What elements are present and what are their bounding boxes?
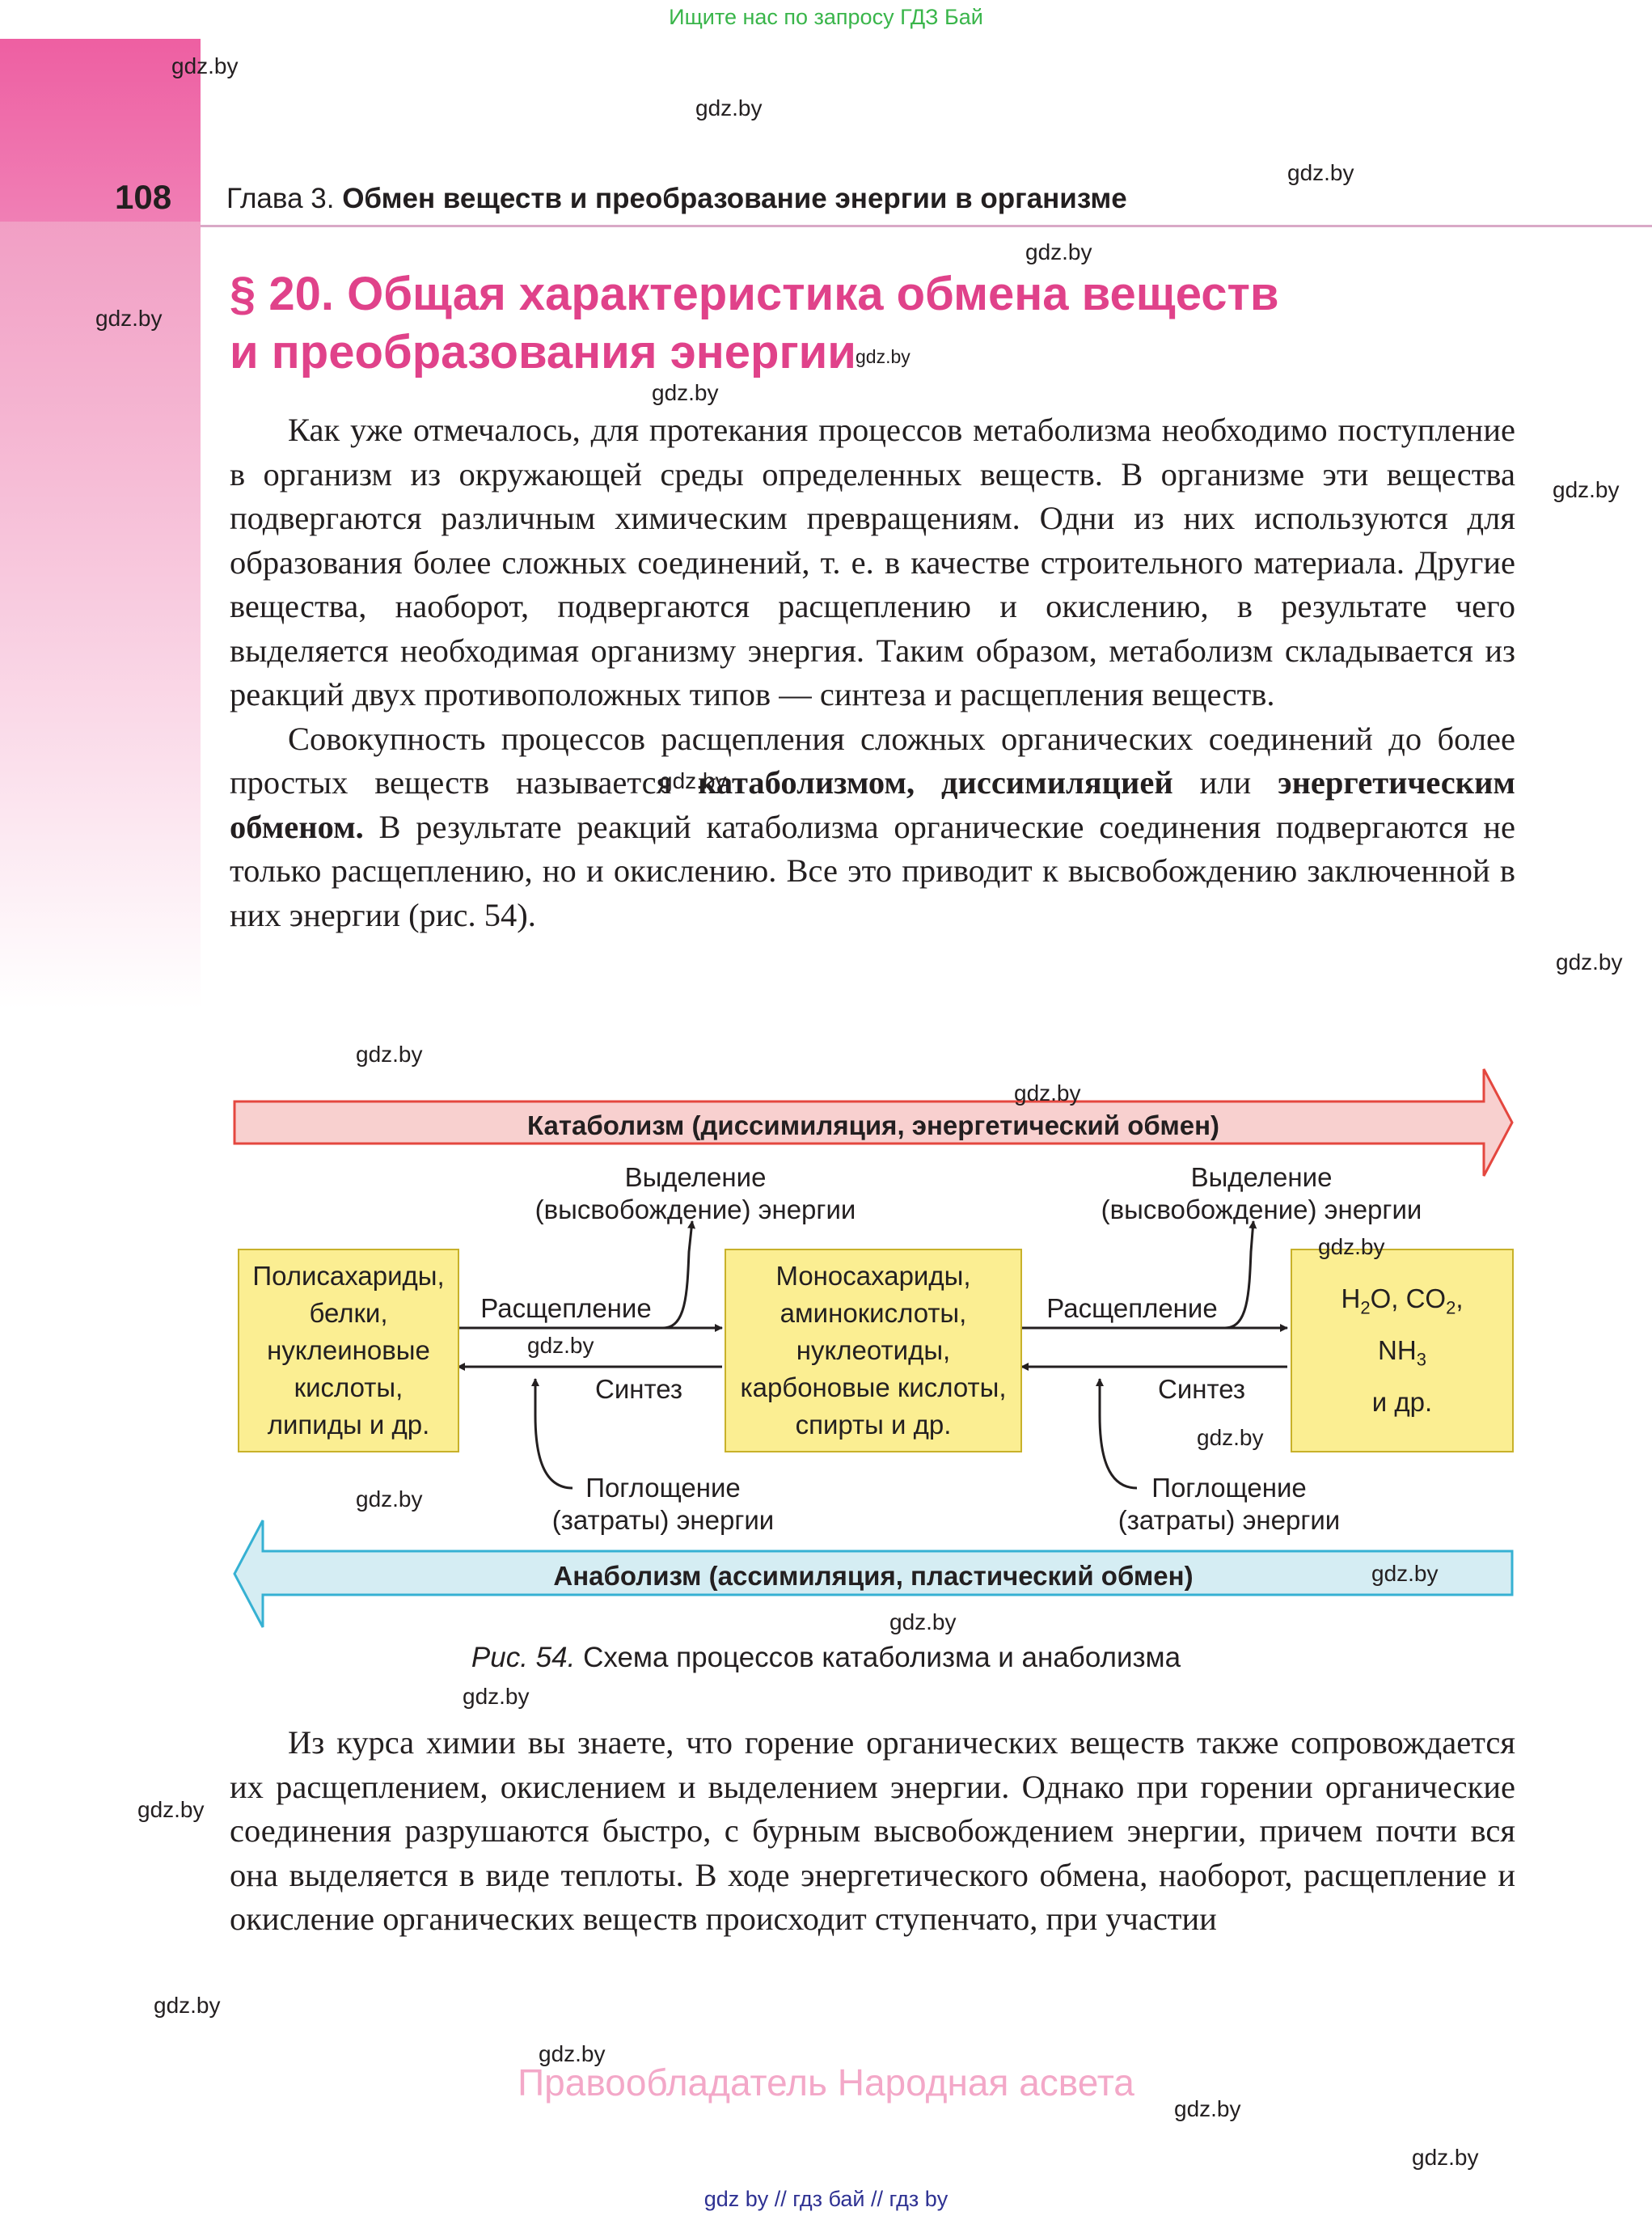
absorb-label-1: Поглощение(затраты) энергии <box>551 1473 775 1535</box>
page-number: 108 <box>115 178 172 216</box>
term-catabolism: катаболизмом, диссимиляцией <box>698 764 1173 801</box>
watermark: gdz.by <box>1371 1561 1439 1586</box>
box3-line3: и др. <box>1371 1386 1433 1417</box>
section-title-line2: и преобразования энергии <box>230 326 856 378</box>
paragraph-3: Из курса химии вы знаете, что горение ор… <box>230 1724 1515 1937</box>
body-text-top: Как уже отмечалось, для протекания проце… <box>230 408 1515 937</box>
box3-line1: H2O, CO2, <box>1341 1283 1464 1318</box>
watermark: gdz.by <box>463 1684 530 1709</box>
release-label-2: Выделение(высвобождение) энергии <box>1101 1162 1422 1224</box>
watermark: gdz.by <box>154 1993 221 2018</box>
watermark: gdz.by <box>1287 160 1354 185</box>
header-color-block <box>0 39 201 222</box>
copyright-footer: Правообладатель Народная асвета <box>518 2061 1134 2103</box>
figure-caption: Рис. 54. Схема процессов катаболизма и а… <box>0 1642 1652 1674</box>
monomers-box: Моносахариды, аминокислоты, нуклеотиды, … <box>725 1249 1022 1452</box>
anabolism-arrow <box>233 1520 1514 1628</box>
watermark: gdz.by <box>171 53 239 78</box>
box2-line: аминокислоты, <box>780 1298 967 1328</box>
box2-line: спирты и др. <box>795 1410 952 1440</box>
box1-line: нуклеиновые <box>267 1335 430 1365</box>
bottom-links[interactable]: gdz by // гдз бай // гдз by <box>703 2187 949 2211</box>
end-products-box: H2O, CO2, NH3 и др. <box>1291 1249 1514 1452</box>
split-label-1: Расщепление <box>480 1293 652 1323</box>
box2-line: карбоновые кислоты, <box>740 1372 1007 1402</box>
release-label-1: Выделение(высвобождение) энергии <box>534 1162 856 1224</box>
header-divider <box>201 225 1652 227</box>
box1-line: кислоты, <box>294 1372 403 1402</box>
paragraph-1: Как уже отмечалось, для протекания проце… <box>230 412 1515 712</box>
section-title-line1: § 20. Общая характеристика обмена вещест… <box>230 268 1279 320</box>
watermark: gdz.by <box>1025 239 1092 264</box>
chapter-prefix: Глава 3. <box>226 183 335 214</box>
paragraph-2: Совокупность процессов расщепления сложн… <box>230 720 1516 933</box>
synth-label-2: Синтез <box>1158 1374 1245 1404</box>
watermark: gdz.by <box>889 1609 957 1634</box>
box1-line: липиды и др. <box>267 1410 430 1440</box>
watermark: gdz.by <box>652 380 719 405</box>
polymers-box: Полисахариды, белки, нуклеиновые кислоты… <box>238 1249 459 1452</box>
watermark: gdz.by <box>137 1797 205 1822</box>
box2-line: Моносахариды, <box>775 1261 971 1291</box>
release-curve-1 <box>662 1220 696 1330</box>
split-label-2: Расщепление <box>1046 1293 1218 1323</box>
watermark: gdz.by <box>356 1486 423 1512</box>
anabolism-label: Анаболизм (ассимиляция, пластический обм… <box>553 1561 1194 1591</box>
box1-line: Полисахариды, <box>252 1261 445 1291</box>
watermark: gdz.by <box>527 1333 594 1358</box>
catabolism-label: Катаболизм (диссимиляция, энергетический… <box>526 1110 1220 1140</box>
watermark: gdz.by <box>695 95 763 121</box>
caption-text: Схема процессов катаболизма и анаболизма <box>583 1642 1181 1673</box>
absorb-label-2: Поглощение(затраты) энергии <box>1118 1473 1341 1535</box>
watermark: gdz.by <box>1556 949 1623 975</box>
section-title: § 20. Общая характеристика обмена вещест… <box>230 265 1279 382</box>
box3-line2: NH3 <box>1378 1335 1426 1370</box>
box2-line: нуклеотиды, <box>796 1335 951 1365</box>
watermark: gdz.by <box>1553 477 1620 502</box>
watermark: gdz.by <box>1197 1425 1264 1450</box>
catabolism-arrow <box>233 1068 1514 1177</box>
absorb-curve-1 <box>531 1378 573 1490</box>
watermark: gdz.by <box>660 768 727 793</box>
caption-prefix: Рис. 54. <box>471 1642 576 1673</box>
chapter-title: Обмен веществ и преобразование энергии в… <box>342 183 1127 214</box>
top-banner[interactable]: Ищите нас по запросу ГДЗ Бай <box>669 5 983 29</box>
term-energy-exchange: энергетическим обменом. <box>230 764 1516 845</box>
watermark: gdz.by <box>356 1042 423 1067</box>
synth-label-1: Синтез <box>595 1374 682 1404</box>
watermark: gdz.by <box>1318 1234 1385 1259</box>
watermark: gdz.by <box>539 2041 606 2066</box>
body-text-bottom: Из курса химии вы знаете, что горение ор… <box>230 1721 1515 1942</box>
watermark: gdz.by <box>95 306 163 331</box>
chapter-heading: Глава 3. Обмен веществ и преобразование … <box>226 183 1127 215</box>
metabolism-diagram <box>233 1068 1514 1628</box>
watermark: gdz.by <box>1174 2096 1241 2121</box>
release-curve-2 <box>1224 1220 1257 1330</box>
watermark: gdz.by <box>1014 1080 1081 1106</box>
box1-line: белки, <box>309 1298 388 1328</box>
watermark: gdz.by <box>856 346 911 367</box>
absorb-curve-2 <box>1096 1378 1138 1490</box>
watermark: gdz.by <box>1412 2145 1479 2170</box>
